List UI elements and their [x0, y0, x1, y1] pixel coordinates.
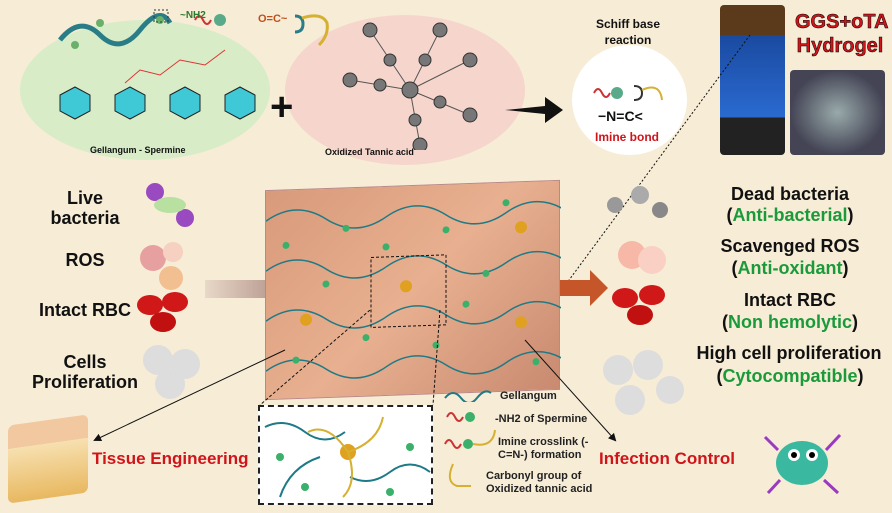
cytocompatible-text: Cytocompatible [722, 366, 858, 386]
proliferating-cells-icon [603, 350, 684, 415]
hydrogel-vial-photo [720, 5, 785, 155]
infection-control-label: Infection Control [599, 449, 735, 468]
legend-carbonyl: Carbonyl group of Oxidized tannic acid [486, 470, 593, 495]
right-label-dead-bacteria: Dead bacteria [730, 184, 850, 204]
tannic-acid-label: Oxidized Tannic acid [325, 147, 414, 157]
bacterium-icon [763, 433, 842, 495]
legend-carbonyl-icon [448, 463, 471, 487]
right-property-non-hemolytic: (Non hemolytic) [721, 312, 858, 332]
right-label-intact-rbc: Intact RBC [743, 290, 836, 310]
dead-bacteria-icon [607, 186, 668, 218]
network-illustration [265, 199, 567, 379]
input-arrow [205, 280, 275, 298]
schiff-base-panel [572, 45, 687, 155]
imine-bond-label: Imine bond [595, 130, 659, 144]
ros-icon [140, 242, 183, 290]
carbonyl-label: O=C~ [258, 13, 288, 25]
right-label-scavenged-ros: Scavenged ROS [720, 236, 860, 256]
legend-spermine: -NH2 of Spermine [495, 413, 588, 425]
anti-oxidant-text: Anti-oxidant [737, 258, 843, 278]
live-bacteria-icon [146, 183, 194, 227]
tissue-engineering-label: Tissue Engineering [92, 449, 249, 468]
left-label-intact-rbc: Intact RBC [38, 300, 131, 320]
output-arrow [550, 270, 608, 306]
inset-connectors [259, 310, 441, 406]
schiff-base-title: Schiff base reaction [595, 17, 661, 47]
hydrogel-network-block [265, 179, 567, 401]
plus-sign: + [270, 85, 294, 129]
gellan-spermine-panel [20, 20, 270, 160]
cells-icon [143, 345, 200, 399]
legend-spermine-icon [446, 412, 475, 422]
scavenged-ros-icon [618, 241, 666, 274]
schiff-reaction-icon [593, 85, 663, 101]
hydrogel-injection-photo [790, 70, 885, 155]
reaction-arrow [505, 97, 563, 123]
skin-tissue-icon [8, 414, 88, 504]
carbonyl-icon [294, 14, 329, 47]
right-property-anti-bacterial: (Anti-bacterial) [726, 205, 854, 225]
legend-imine: Imine crosslink (-C=N-) formation [498, 436, 589, 461]
right-property-anti-oxidant: (Anti-oxidant) [731, 258, 849, 278]
imine-formula: −N=C< [598, 108, 643, 124]
legend-gellangum-icon [444, 390, 492, 402]
right-label-high-cell-proliferation: High cell proliferation [696, 343, 882, 363]
legend-imine-icon [444, 429, 496, 449]
gellan-spermine-label: Gellangum - Spermine [90, 145, 186, 155]
left-label-cells-proliferation: Cells Proliferation [31, 352, 138, 392]
network-zoom-inset [258, 405, 433, 505]
non-hemolytic-text: Non hemolytic [727, 312, 852, 332]
left-label-live-bacteria: Live bacteria [50, 188, 120, 228]
gellan-spermine-structure [59, 49, 256, 120]
anti-bacterial-text: Anti-bacterial [732, 205, 848, 225]
amine-label: ~NH2 [180, 10, 206, 21]
rbc-icon [137, 292, 188, 332]
hydrogel-title: GGS+oTA Hydrogel [795, 11, 889, 58]
intact-rbc-icon [612, 285, 665, 325]
gellan-chain-illustration [58, 9, 226, 49]
legend-gellangum: Gellangum [500, 390, 557, 402]
tannic-acid-structure [342, 22, 478, 150]
right-property-cytocompatible: (Cytocompatible) [716, 366, 864, 386]
left-label-ros: ROS [65, 250, 105, 270]
